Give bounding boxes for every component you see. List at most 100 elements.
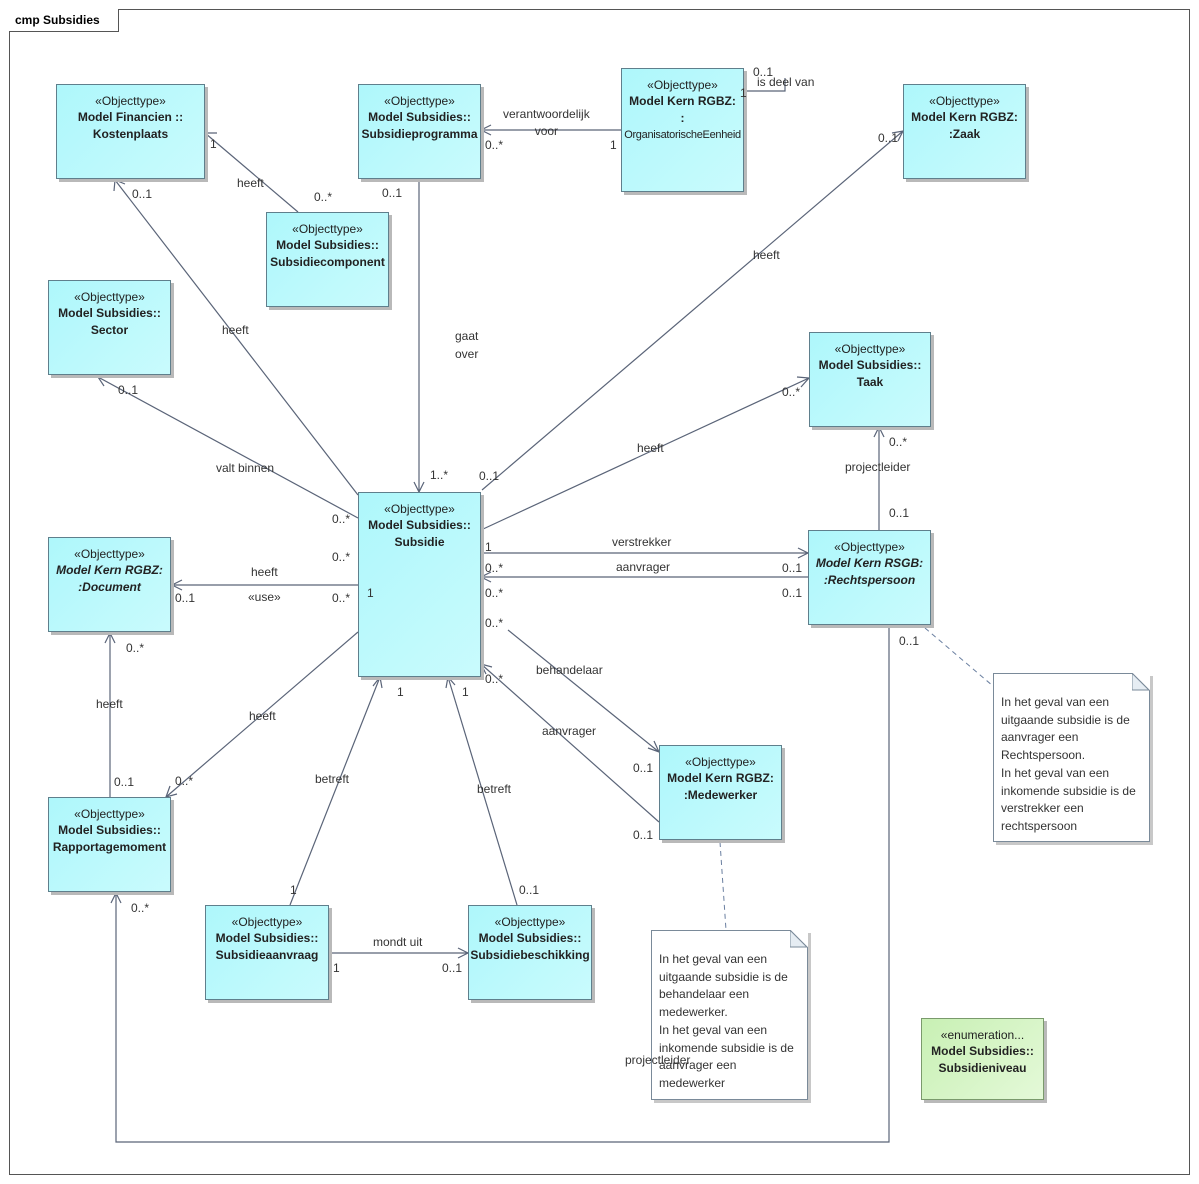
mult-rechtspersoon-01-b: 0..1: [782, 586, 803, 600]
box-taak[interactable]: «Objecttype» Model Subsidies:: Taak: [809, 332, 931, 427]
box-medewerker[interactable]: «Objecttype» Model Kern RGBZ: :Medewerke…: [659, 745, 782, 840]
mult-rapportage-0m-b: 0..*: [131, 901, 150, 915]
mult-aanvraag-1: 1: [290, 883, 297, 897]
box-document[interactable]: «Objecttype» Model Kern RGBZ: :Document: [48, 537, 171, 632]
mult-mondt-uit-1: 1: [333, 961, 340, 975]
box-zaak[interactable]: «Objecttype» Model Kern RGBZ: :Zaak: [903, 84, 1026, 179]
arrowhead: [873, 425, 885, 438]
box-name: Model Kern RGBZ: :Medewerker: [667, 771, 774, 802]
stereotype: «Objecttype»: [929, 94, 1000, 108]
note-rechtspersoon: In het geval van een uitgaande subsidie …: [993, 673, 1150, 842]
box-name-cont: OrganisatorischeEenheid: [624, 129, 741, 141]
box-subsidiecomponent[interactable]: «Objecttype» Model Subsidies:: Subsidiec…: [266, 212, 389, 307]
label-mondt-uit: mondt uit: [373, 935, 423, 949]
diagram-frame: [9, 9, 1190, 1175]
mult-sector-01: 0..1: [118, 383, 139, 397]
link-subsidiebeschikking-subsidie: [447, 676, 518, 906]
link-aanvrager-medewerker: [480, 663, 660, 823]
box-rapportagemoment[interactable]: «Objecttype» Model Subsidies:: Rapportag…: [48, 797, 171, 892]
arrowhead: [170, 579, 183, 591]
label-projectleider-taak: projectleider: [845, 460, 911, 474]
box-subsidiebeschikking[interactable]: «Objecttype» Model Subsidies:: Subsidieb…: [468, 905, 592, 1000]
mult-rechtspersoon-01-a: 0..1: [782, 561, 803, 575]
mult-self-1: 1: [740, 86, 747, 100]
mult-medewerker-01-a: 0..1: [633, 761, 654, 775]
mult-subsidie-1m: 1..*: [430, 468, 449, 482]
box-subsidieprogramma[interactable]: «Objecttype» Model Subsidies:: Subsidiep…: [358, 84, 481, 179]
arrowhead: [110, 891, 122, 904]
mult-rechtspersoon-taak-01: 0..1: [889, 506, 910, 520]
arrowhead: [104, 631, 116, 644]
mult-subsidie-sector-0m: 0..*: [332, 550, 351, 564]
label-betreft-aanvraag: betreft: [315, 772, 350, 786]
mult-medewerker-01-b: 0..1: [633, 828, 654, 842]
mult-subsidie-kost-0m: 0..*: [332, 512, 351, 526]
note-text: In het geval van een uitgaande subsidie …: [1001, 695, 1136, 833]
mult-document-01: 0..1: [175, 591, 196, 605]
mult-kostenplaats-01: 0..1: [132, 187, 153, 201]
stereotype: «Objecttype»: [685, 755, 756, 769]
box-subsidie[interactable]: «Objecttype» Model Subsidies:: Subsidie: [358, 492, 481, 677]
mult-mondt-uit-01: 0..1: [442, 961, 463, 975]
link-subsidieaanvraag-subsidie: [289, 676, 381, 906]
link-rechtspersoon-rapportagemoment: [115, 625, 890, 1143]
arrowhead: [479, 571, 492, 583]
label-heeft-document: heeft: [251, 565, 278, 579]
label-aanvrager-rechtspersoon: aanvrager: [616, 560, 671, 574]
label-is-deel-van: is deel van: [757, 75, 815, 89]
note-corner: [1132, 673, 1150, 691]
box-name: Model Subsidies:: Subsidieaanvraag: [215, 931, 319, 962]
mult-verstrekker-0m: 0..*: [485, 561, 504, 575]
box-name: Model Kern RGBZ: :: [629, 94, 736, 125]
stereotype: «Objecttype»: [494, 915, 566, 929]
mult-subsidie-betreft-1b: 1: [462, 685, 469, 699]
box-name: Model Subsidies:: Taak: [818, 358, 922, 389]
mult-rapportage-0m: 0..*: [175, 774, 194, 788]
stereotype: «Objecttype»: [834, 342, 906, 356]
label-heeft-kostenplaats: heeft: [222, 323, 249, 337]
label-gaat-over: gaat over: [455, 329, 479, 361]
label-valt-binnen: valt binnen: [216, 461, 275, 475]
note-link-medewerker: [719, 841, 727, 931]
mult-beschikking-01: 0..1: [519, 883, 540, 897]
stereotype: «Objecttype»: [95, 94, 166, 108]
link-subsidie-sector: [97, 376, 359, 519]
label-behandelaar: behandelaar: [536, 663, 603, 677]
mult-subsidie-zaak-01: 0..1: [479, 469, 500, 483]
link-subsidie-taak: [480, 377, 810, 531]
mult-subsidieprogramma-0m: 0..*: [485, 138, 504, 152]
label-use: «use»: [248, 590, 281, 604]
note-text: In het geval van een uitgaande subsidie …: [659, 952, 794, 1090]
stereotype: «Objecttype»: [647, 78, 718, 92]
stereotype: «Objecttype»: [74, 807, 145, 821]
stereotype: «Objecttype»: [292, 222, 363, 236]
mult-subsidieprogramma-01: 0..1: [382, 186, 403, 200]
box-name: Model Kern RGBZ: :Zaak: [911, 110, 1018, 141]
link-subsidie-zaak: [481, 130, 904, 491]
box-name: Model Kern RSGB: :Rechtspersoon: [815, 556, 924, 587]
box-subsidieaanvraag[interactable]: «Objecttype» Model Subsidies:: Subsidiea…: [205, 905, 329, 1000]
note-corner: [790, 930, 808, 948]
box-kostenplaats[interactable]: «Objecttype» Model Financien :: Kostenpl…: [56, 84, 205, 179]
label-heeft-rapportagemoment: heeft: [249, 709, 276, 723]
mult-subsidie-betreft-1a: 1: [397, 685, 404, 699]
mult-zaak-01: 0..1: [878, 131, 899, 145]
diagram-title: cmp Subsidies: [9, 9, 119, 32]
mult-subsidie-1: 1: [367, 586, 374, 600]
label-heeft-subsidiecomponent: heeft: [237, 176, 264, 190]
label-verstrekker: verstrekker: [612, 535, 672, 549]
box-rechtspersoon[interactable]: «Objecttype» Model Kern RSGB: :Rechtsper…: [808, 530, 931, 625]
box-organisatorische-eenheid[interactable]: «Objecttype» Model Kern RGBZ: : Organisa…: [621, 68, 744, 192]
label-projectleider-rapportage: projectleider: [625, 1053, 691, 1067]
label-verantwoordelijk-voor: verantwoordelijk voor: [503, 107, 590, 138]
label-heeft-zaak: heeft: [753, 248, 780, 262]
box-subsidieniveau[interactable]: «enumeration... Model Subsidies:: Subsid…: [921, 1018, 1044, 1100]
box-name: Model Subsidies:: Subsidieniveau: [931, 1044, 1034, 1075]
box-sector[interactable]: «Objecttype» Model Subsidies:: Sector: [48, 280, 171, 375]
mult-rapportage-01: 0..1: [114, 775, 135, 789]
mult-aanvrager-med-0m: 0..*: [485, 672, 504, 686]
box-name: Model Subsidies:: Subsidie: [368, 518, 471, 549]
label-betreft-beschikking: betreft: [477, 782, 512, 796]
link-subsidie-kostenplaats: [114, 179, 359, 496]
